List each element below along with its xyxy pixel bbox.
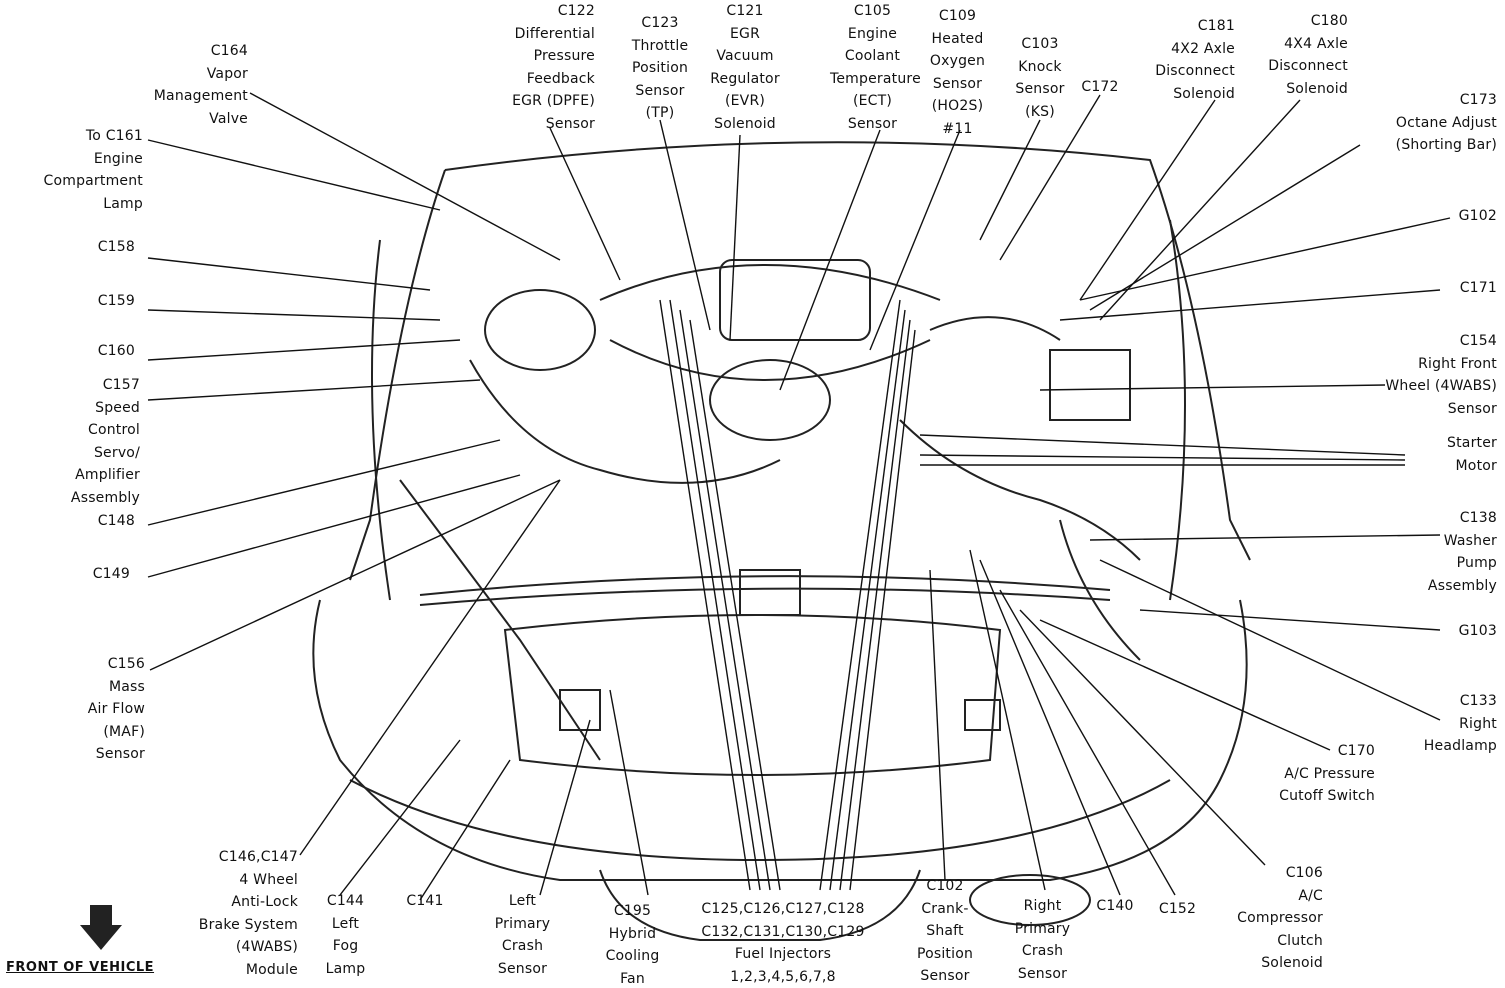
label-c133: C133 Right Headlamp [1423,693,1497,754]
label-left-crash-sensor: Left Primary Crash Sensor [494,893,551,977]
label-c138: C138 Washer Pump Assembly [1427,510,1497,594]
label-c164: C164 Vapor Management Valve [153,43,248,127]
label-c141: C141 [406,893,444,909]
label-c106: C106 A/C Compressor Clutch Solenoid [1237,865,1323,971]
label-c148: C148 [97,513,135,529]
label-starter-motor: Starter Motor [1447,435,1497,474]
front-of-vehicle-label: FRONT OF VEHICLE [6,960,155,975]
label-c140: C140 [1096,898,1134,914]
label-c121: C121 EGR Vacuum Regulator (EVR) Solenoid [710,3,780,132]
label-c180: C180 4X4 Axle Disconnect Solenoid [1268,13,1348,97]
front-arrow-icon [80,905,122,950]
label-c123: C123 Throttle Position Sensor (TP) [631,15,689,121]
label-c173: C173 Octane Adjust (Shorting Bar) [1395,92,1497,153]
label-c105: C105 Engine Coolant Temperature (ECT) Se… [830,3,921,132]
label-c154: C154 Right Front Wheel (4WABS) Sensor [1385,333,1497,417]
label-c172: C172 [1081,79,1119,95]
label-fuel-injectors: C125,C126,C127,C128 C132,C131,C130,C129 … [701,901,865,985]
label-g102: G102 [1458,208,1497,224]
label-c102: C102 Crank- Shaft Position Sensor [916,878,974,984]
label-c103: C103 Knock Sensor (KS) [1015,36,1065,120]
label-c122: C122 Differential Pressure Feedback EGR … [512,3,595,132]
label-c149: C149 [92,566,130,582]
label-c158: C158 [97,239,135,255]
label-c171: C171 [1459,280,1497,296]
label-c157: C157 Speed Control Servo/ Amplifier Asse… [70,377,140,506]
label-g103: G103 [1458,623,1497,639]
label-c159: C159 [97,293,135,309]
label-right-crash-sensor: Right Primary Crash Sensor [1014,898,1071,982]
label-c146-c147: C146,C147 4 Wheel Anti-Lock Brake System… [198,849,298,978]
label-c156: C156 Mass Air Flow (MAF) Sensor [87,656,145,762]
label-c160: C160 [97,343,135,359]
label-c161: To C161 Engine Compartment Lamp [43,128,143,212]
label-c152: C152 [1158,901,1197,917]
label-c144: C144 Left Fog Lamp [325,893,366,977]
label-c109: C109 Heated Oxygen Sensor (HO2S) #11 [929,8,986,137]
label-c181: C181 4X2 Axle Disconnect Solenoid [1155,18,1235,102]
label-c170: C170 A/C Pressure Cutoff Switch [1279,743,1375,804]
label-c195: C195 Hybrid Cooling Fan [605,903,660,987]
